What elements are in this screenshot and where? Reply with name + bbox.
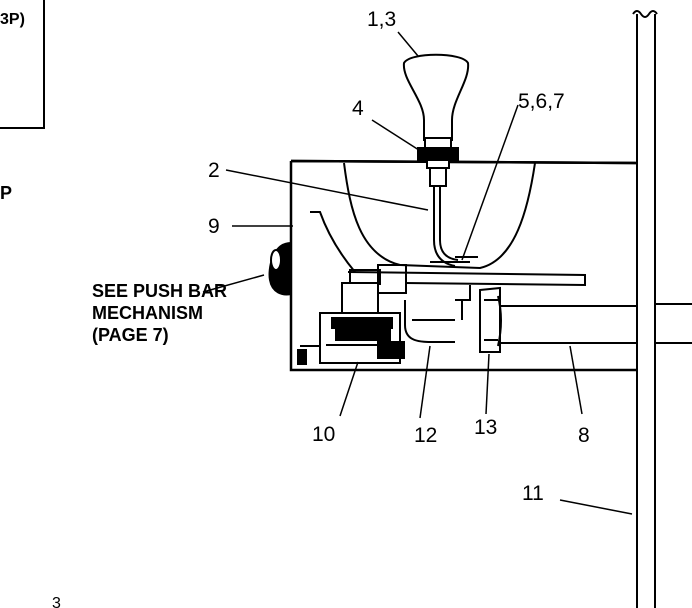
callout-11: 11 <box>522 482 544 505</box>
faucet-tube <box>433 186 459 267</box>
note-line-2: MECHANISM <box>92 303 203 323</box>
callout-4: 4 <box>352 97 364 120</box>
leader-lines <box>202 31 633 515</box>
push-bar <box>347 271 586 287</box>
drain-elbow <box>404 285 471 343</box>
cabinet-housing <box>289 159 638 372</box>
callout-13: 13 <box>474 416 497 439</box>
valve-mechanism <box>297 282 405 365</box>
callout-12: 12 <box>414 424 437 447</box>
partial-reference-box <box>0 0 45 129</box>
push-button <box>268 242 292 296</box>
note-line-1: SEE PUSH BAR <box>92 281 227 301</box>
coupling-nut <box>479 286 502 353</box>
callout-5-6-7: 5,6,7 <box>518 90 565 113</box>
callout-8: 8 <box>578 424 590 447</box>
drain-pipe <box>500 305 637 344</box>
callout-1-3: 1,3 <box>367 8 396 31</box>
sink-bowl <box>343 162 536 270</box>
note-line-3: (PAGE 7) <box>92 325 169 345</box>
faucet-knob <box>402 53 470 187</box>
callout-10: 10 <box>312 423 335 446</box>
side-panel-detail <box>310 211 407 294</box>
cutoff-text-left: P <box>0 183 12 203</box>
callout-2: 2 <box>208 159 220 182</box>
cutoff-text-top-left: 3P) <box>0 11 25 28</box>
cutoff-text-bottom: 3 <box>52 595 61 608</box>
wall-panel <box>632 10 692 608</box>
callout-9: 9 <box>208 215 220 238</box>
